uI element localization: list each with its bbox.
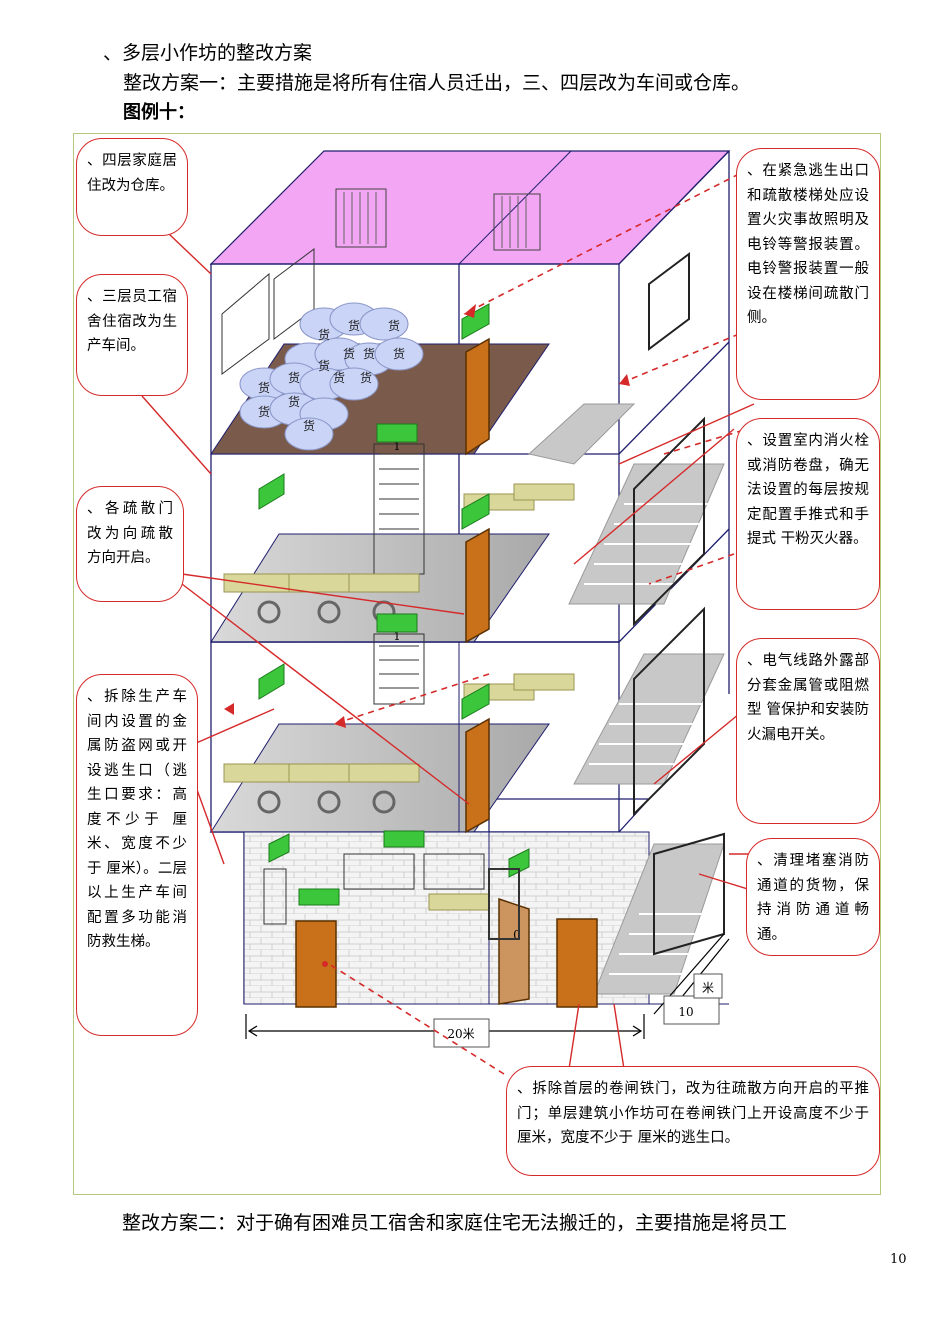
evacuation-doors <box>295 337 598 1008</box>
goods-label: 货 <box>288 394 300 409</box>
stair-marker: 1 <box>394 440 401 453</box>
callout-third-floor: 、三层员工宿舍住宿改为生产车间。 <box>76 274 188 396</box>
goods-label: 货 <box>348 318 360 333</box>
goods-label: 货 <box>333 370 345 385</box>
stair-marker: 1 <box>394 630 401 643</box>
plan-two-text: 整改方案二：对于确有困难员工宿舍和家庭住宅无法搬迁的，主要措施是将员工 <box>122 1212 788 1234</box>
goods-label: 货 <box>288 370 300 385</box>
callout-hydrant: 、设置室内消火栓或消防卷盘，确无法设置的每层按规定配置手推式和手提式 干粉灭火器… <box>736 418 880 610</box>
goods-label: 货 <box>303 418 315 433</box>
page-number: 10 <box>890 1252 907 1267</box>
callout-bars: 、拆除生产车间内设置的金属防盗网或开设逃生口（逃生口要求：高度不少于 厘米、宽度… <box>76 674 198 1036</box>
callout-doors: 、各疏散门改为向疏散方向开启。 <box>76 486 184 602</box>
goods-label: 货 <box>393 346 405 361</box>
exit-signs <box>258 303 530 906</box>
callout-lighting: 、在紧急逃生出口和疏散楼梯处应设置火灾事故照明及电铃等警报装置。电铃警报装置一般… <box>736 148 880 400</box>
depth-dimension-unit: 米 <box>702 981 714 995</box>
callout-shutter: 、拆除首层的卷闸铁门，改为往疏散方向开启的平推门；单层建筑小作坊可在卷闸铁门上开… <box>506 1066 880 1176</box>
goods-label: 货 <box>258 404 270 419</box>
goods-pile <box>239 302 424 451</box>
goods-label: 货 <box>388 318 400 333</box>
figure-label: 图例十： <box>123 102 195 123</box>
plan-one-text: 整改方案一：主要措施是将所有住宿人员迁出，三、四层改为车间或仓库。 <box>123 72 751 94</box>
goods-label: 货 <box>343 346 355 361</box>
width-dimension-label: 20米 <box>447 1027 474 1041</box>
depth-dimension-label: 10 <box>678 1005 693 1019</box>
goods-label: 货 <box>318 358 330 373</box>
section-title: 、多层小作坊的整改方案 <box>103 42 313 64</box>
roof <box>209 150 731 265</box>
goods-label: 货 <box>360 370 372 385</box>
callout-wiring: 、电气线路外露部分套金属管或阻燃型 管保护和安装防火漏电开关。 <box>736 638 880 824</box>
callout-fourth-floor: 、四层家庭居住改为仓库。 <box>76 138 188 236</box>
door-marker: 0 <box>513 928 521 942</box>
figure-frame: 货 货 货 货 货 货 货 货 货 货 货 货 货 货 1 1 <box>73 133 881 1195</box>
building-diagram: 货 货 货 货 货 货 货 货 货 货 货 货 货 货 1 1 <box>141 150 774 1075</box>
goods-label: 货 <box>318 327 330 342</box>
callout-passage: 、清理堵塞消防通道的货物，保持消防通道畅通。 <box>746 838 880 956</box>
goods-label: 货 <box>258 380 270 395</box>
goods-label: 货 <box>363 346 375 361</box>
